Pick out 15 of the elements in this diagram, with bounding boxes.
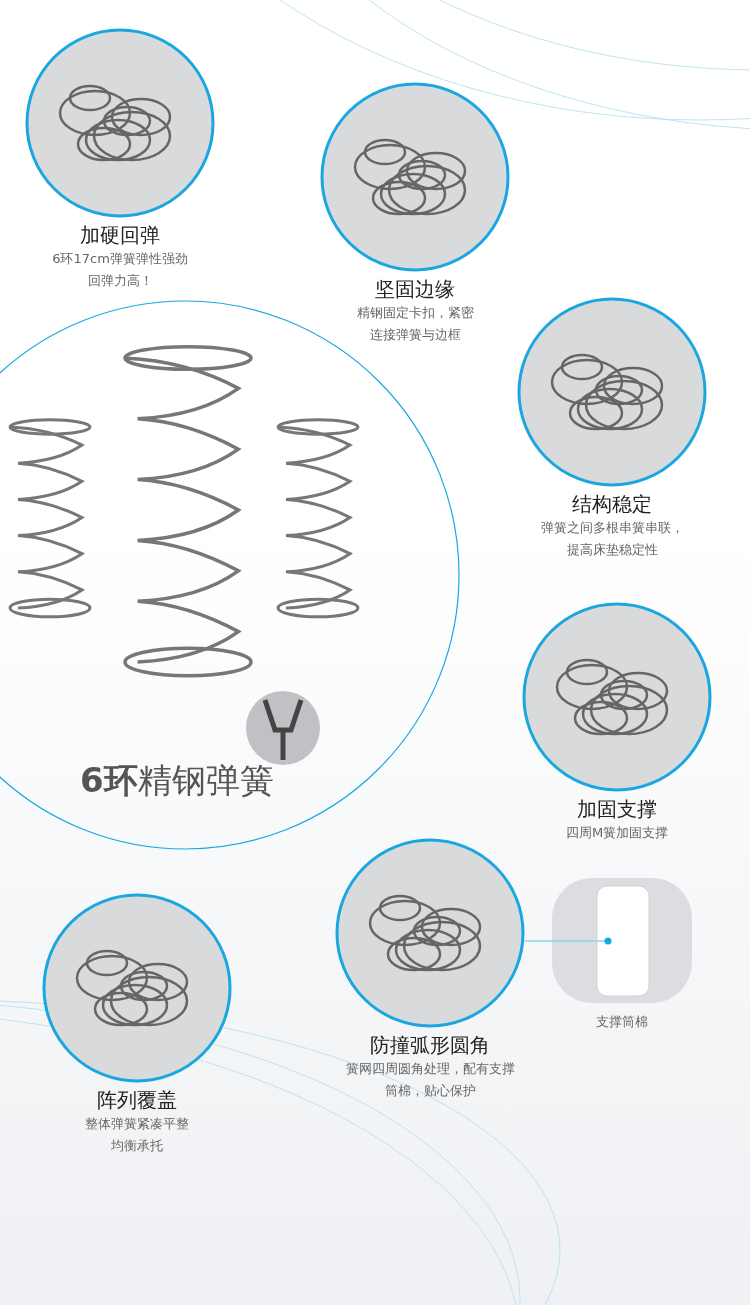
feature-heading: 坚固边缘 (375, 276, 455, 302)
feature-description: 6环17cm弹簧弹性强劲回弹力高！ (52, 250, 188, 290)
feature-description: 整体弹簧紧凑平整均衡承托 (84, 1115, 190, 1155)
feature-heading: 防撞弧形圆角 (370, 1032, 490, 1058)
feature-heading: 加硬回弹 (80, 222, 160, 248)
product-title: 6环精钢弹簧 (80, 759, 274, 802)
feature-heading: 阵列覆盖 (97, 1087, 177, 1113)
feature-description: 簧网四周圆角处理，配有支撑筒棉，贴心保护 (344, 1060, 516, 1100)
cotton-support-label: 支撑筒棉 (596, 1013, 648, 1031)
connector-line (524, 937, 612, 945)
feature-heading: 结构稳定 (572, 491, 652, 517)
feature-description: 弹簧之间多根串簧串联，提高床垫稳定性 (539, 519, 685, 559)
feature-description: 四周M簧加固支撑 (564, 824, 670, 842)
feature-heading: 加固支撑 (577, 796, 657, 822)
feature-description: 精钢固定卡扣，紧密连接弹簧与边框 (355, 304, 475, 344)
